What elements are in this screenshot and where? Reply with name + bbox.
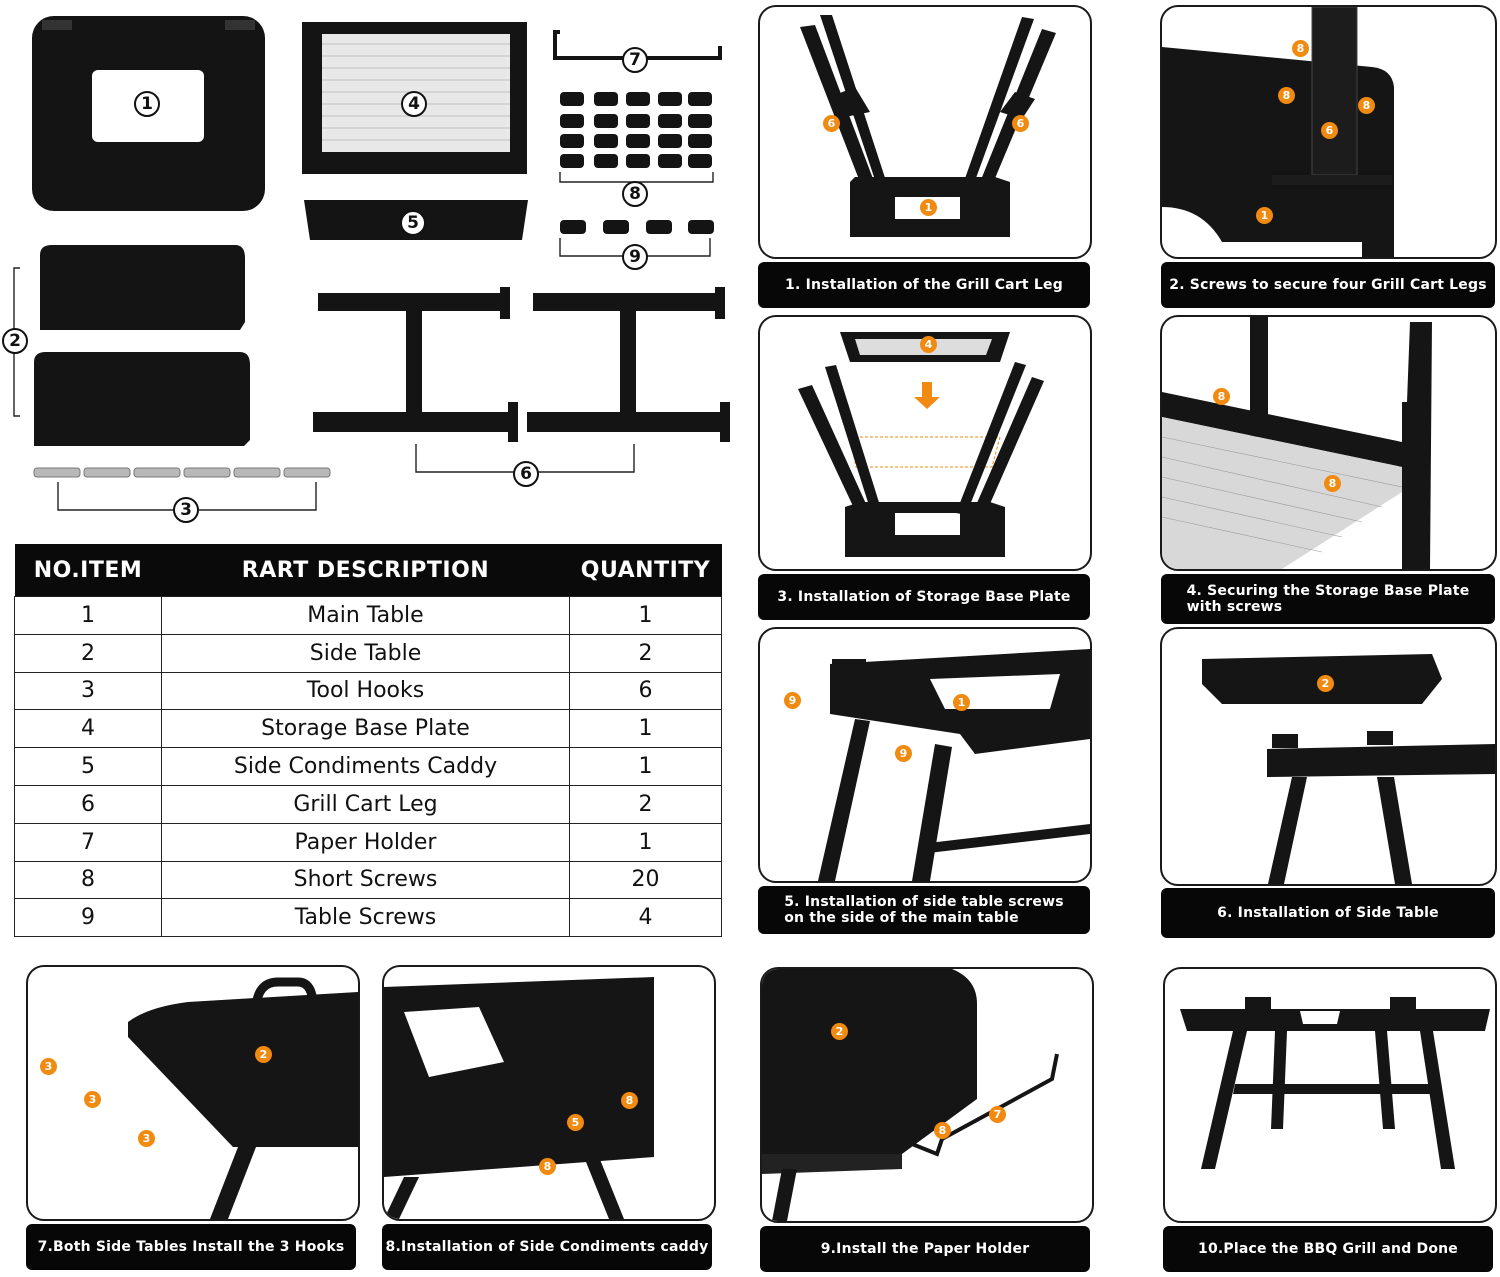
step-7-marker-3: 3: [84, 1091, 101, 1108]
step-2-marker-6: 6: [1321, 122, 1338, 139]
step-8-image: 8 5 8: [382, 965, 716, 1221]
step-7-marker-2: 2: [255, 1046, 272, 1063]
step-10-caption: 10.Place the BBQ Grill and Done: [1163, 1226, 1493, 1272]
step-2-caption: 2. Screws to secure four Grill Cart Legs: [1161, 262, 1495, 308]
step-1-image: 6 6 1: [758, 5, 1092, 259]
step-7-image: 3 3 3 2: [26, 965, 360, 1221]
step-7-marker-3: 3: [40, 1058, 57, 1075]
step-5-marker-9: 9: [784, 692, 801, 709]
step-2-marker-8: 8: [1358, 97, 1375, 114]
step-2-marker-8: 8: [1278, 87, 1295, 104]
cell-qty: 20: [569, 860, 722, 900]
step-3-marker-4: 4: [920, 336, 937, 353]
step-9-marker-2: 2: [831, 1023, 848, 1040]
step-4-marker-8: 8: [1324, 475, 1341, 492]
step-6-caption: 6. Installation of Side Table: [1161, 888, 1495, 938]
cell-no: 6: [14, 784, 162, 824]
cell-no: 3: [14, 671, 162, 711]
part-label-1: 1: [134, 91, 160, 117]
step-1-marker-1: 1: [920, 199, 937, 216]
header-quantity: QUANTITY: [569, 544, 722, 597]
step-4-image: 8 8: [1160, 315, 1497, 571]
part-label-8: 8: [622, 181, 648, 207]
step-7-marker-3: 3: [138, 1130, 155, 1147]
step-4-caption: 4. Securing the Storage Base Plate with …: [1161, 574, 1495, 624]
cell-no: 5: [14, 747, 162, 786]
step-9-caption: 9.Install the Paper Holder: [760, 1226, 1090, 1272]
cell-no: 2: [14, 633, 162, 673]
step-1-caption: 1. Installation of the Grill Cart Leg: [758, 262, 1090, 308]
cell-qty: 1: [569, 747, 722, 786]
cell-qty: 1: [569, 596, 722, 635]
step-3-image: 4: [758, 315, 1092, 571]
cell-no: 7: [14, 822, 162, 862]
step-8-marker-5: 5: [567, 1114, 584, 1131]
step-8-marker-8: 8: [621, 1092, 638, 1109]
part-label-7: 7: [622, 47, 648, 73]
part-label-5: 5: [400, 210, 426, 236]
cell-no: 8: [14, 860, 162, 900]
step-8-marker-8: 8: [539, 1158, 556, 1175]
cell-desc: Table Screws: [161, 898, 570, 938]
cell-qty: 2: [569, 784, 722, 824]
cell-desc: Side Table: [161, 633, 570, 673]
cell-no: 1: [14, 596, 162, 635]
step-5-caption: 5. Installation of side table screws on …: [758, 886, 1090, 934]
cell-desc: Side Condiments Caddy: [161, 747, 570, 786]
step-1-marker-6: 6: [823, 115, 840, 132]
step-2-marker-1: 1: [1256, 207, 1273, 224]
header-no-item: NO.ITEM: [14, 544, 162, 597]
parts-overview: 1 4 5 7 8 9 2 3 6: [0, 0, 745, 535]
parts-table-header: NO.ITEM RART DESCRIPTION QUANTITY: [14, 544, 722, 597]
step-7-caption: 7.Both Side Tables Install the 3 Hooks: [26, 1224, 356, 1270]
step-9-marker-8: 8: [934, 1122, 951, 1139]
cell-qty: 6: [569, 671, 722, 711]
step-6-marker-2: 2: [1317, 675, 1334, 692]
cell-qty: 2: [569, 633, 722, 673]
step-5-marker-1: 1: [953, 694, 970, 711]
step-10-image: [1163, 967, 1497, 1223]
part-label-3: 3: [173, 497, 199, 523]
part-label-2: 2: [2, 328, 28, 354]
step-9-marker-7: 7: [989, 1106, 1006, 1123]
cell-qty: 1: [569, 822, 722, 862]
step-1-marker-6: 6: [1012, 115, 1029, 132]
cell-desc: Paper Holder: [161, 822, 570, 862]
step-4-marker-8: 8: [1213, 388, 1230, 405]
step-6-image: 2: [1160, 627, 1497, 886]
step-5-marker-9: 9: [895, 745, 912, 762]
step-5-image: 9 9 1: [758, 627, 1092, 883]
cell-no: 4: [14, 709, 162, 749]
cell-desc: Grill Cart Leg: [161, 784, 570, 824]
step-2-marker-8: 8: [1292, 40, 1309, 57]
step-8-caption: 8.Installation of Side Condiments caddy: [382, 1224, 712, 1270]
cell-desc: Main Table: [161, 596, 570, 635]
cell-desc: Short Screws: [161, 860, 570, 900]
cell-qty: 4: [569, 898, 722, 938]
cell-no: 9: [14, 898, 162, 938]
cell-desc: Tool Hooks: [161, 671, 570, 711]
header-description: RART DESCRIPTION: [161, 544, 570, 597]
cell-desc: Storage Base Plate: [161, 709, 570, 749]
part-label-4: 4: [401, 91, 427, 117]
cell-qty: 1: [569, 709, 722, 749]
step-2-image: 8 8 8 6 1: [1160, 5, 1497, 259]
part-label-6: 6: [513, 461, 539, 487]
part-label-9: 9: [622, 244, 648, 270]
step-9-image: 2 8 7: [760, 967, 1094, 1223]
step-3-caption: 3. Installation of Storage Base Plate: [758, 574, 1090, 620]
